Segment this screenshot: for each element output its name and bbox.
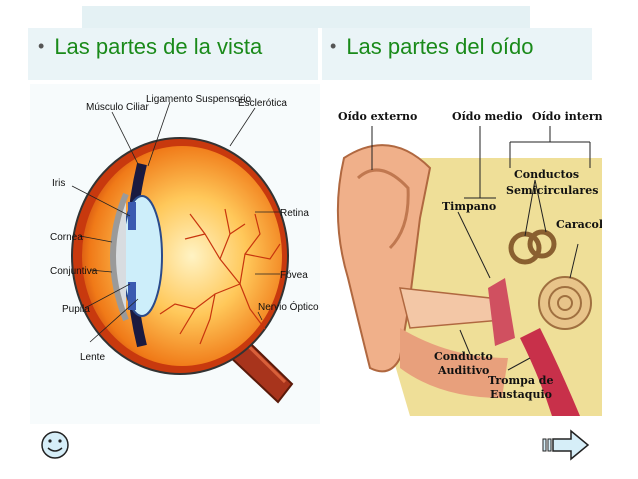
label-semicirculares: Semicirculares — [506, 184, 598, 197]
label-iris: Iris — [52, 178, 65, 189]
label-caracol: Caracol — [556, 218, 602, 231]
label-eustaquio: Eustaquio — [490, 388, 552, 401]
eye-heading-text: Las partes de la vista — [54, 34, 263, 59]
label-conductos: Conductos — [514, 168, 579, 181]
bullet-icon: • — [330, 36, 337, 56]
eustachian-tube — [520, 328, 580, 416]
label-oido-medio: Oído medio — [452, 110, 522, 123]
label-trompa: Trompa de — [488, 374, 554, 387]
label-timpano: Timpano — [442, 200, 496, 213]
title-band — [82, 6, 530, 28]
label-oido-externo: Oído externo — [338, 110, 417, 123]
bullet-icon: • — [38, 36, 45, 56]
label-cornea: Cornea — [50, 232, 83, 243]
label-auditivo: Auditivo — [437, 364, 489, 377]
label-oido-interno: Oído interno — [532, 110, 602, 123]
iris — [128, 202, 136, 230]
label-conducto: Conducto — [434, 350, 493, 363]
ear-diagram: Oído externo Oído medio Oído interno Con… — [330, 98, 610, 416]
label-ligamento-suspensorio: Ligamento Suspensorio — [146, 94, 252, 105]
ear-heading-text: Las partes del oído — [346, 34, 534, 59]
right-heading-panel — [322, 28, 592, 80]
label-musculo-ciliar: Músculo Ciliar — [86, 102, 149, 113]
eye-illustration: Músculo Ciliar Ligamento Suspensorio Esc… — [50, 94, 319, 404]
label-pupila: Pupila — [62, 304, 90, 315]
smiley-face-icon[interactable] — [40, 430, 70, 460]
right-arrow-icon[interactable] — [541, 428, 591, 462]
left-heading-panel — [28, 28, 318, 80]
label-retina: Retina — [280, 208, 309, 219]
label-lente: Lente — [80, 352, 105, 363]
cornea — [110, 192, 129, 322]
label-nervio-optico: Nervio Óptico — [258, 300, 319, 313]
label-fovea: Fóvea — [280, 270, 308, 281]
cochlea — [538, 276, 592, 330]
ear-illustration: Oído externo Oído medio Oído interno Con… — [336, 110, 610, 416]
label-esclerotica: Esclerótica — [238, 98, 287, 109]
label-conjuntiva: Conjuntiva — [50, 266, 98, 277]
ear-heading: • Las partes del oído — [330, 34, 533, 60]
eye-heading: • Las partes de la vista — [38, 34, 262, 60]
eardrum — [488, 278, 515, 346]
blood-vessels — [159, 208, 281, 345]
eye-diagram: Músculo Ciliar Ligamento Suspensorio Esc… — [30, 84, 320, 424]
